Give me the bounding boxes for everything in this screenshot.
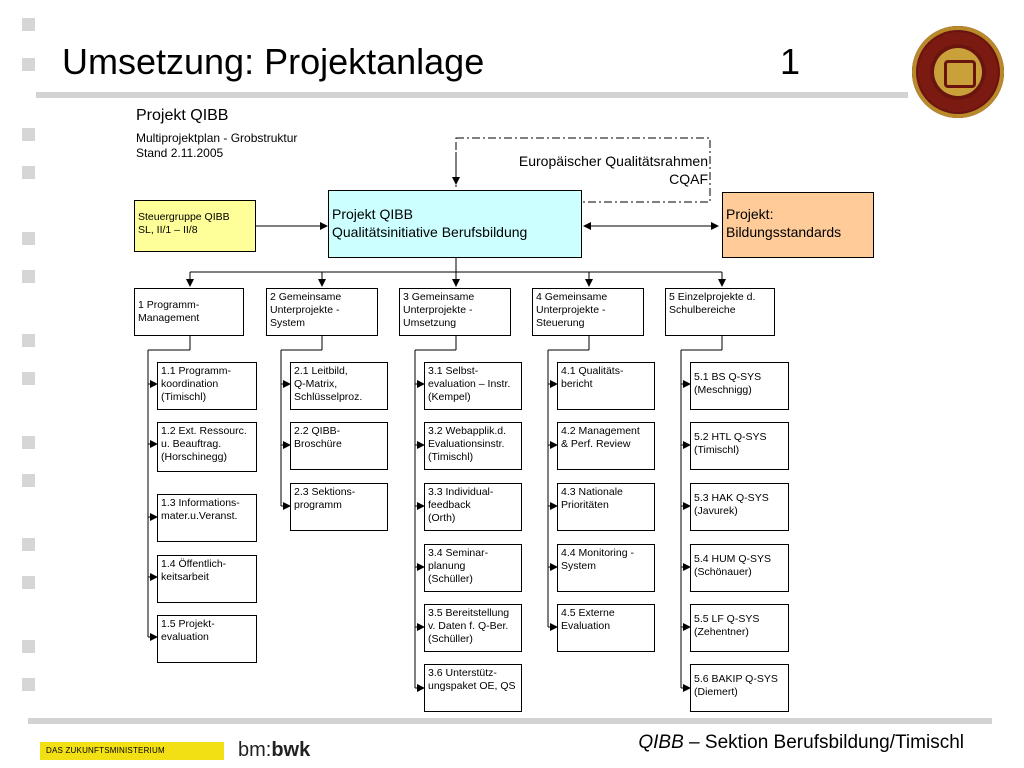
slide-bullet <box>22 576 35 589</box>
column-header-3: 3 Gemeinsame Unterprojekte - Umsetzung <box>399 288 511 336</box>
steering-group-box: Steuergruppe QIBB SL, II/1 – II/8 <box>134 200 256 252</box>
slide-bullet <box>22 538 35 551</box>
eqarf-label: Europäischer Qualitätsrahmen CQAF <box>518 153 708 187</box>
slide-bullet <box>22 436 35 449</box>
bmwk-prefix: bm: <box>238 739 272 761</box>
item-3-1: 3.1 Selbst- evaluation – Instr. (Kempel) <box>424 362 522 410</box>
item-3-2: 3.2 Webapplik.d. Evaluationsinstr. (Timi… <box>424 422 522 470</box>
item-1-5: 1.5 Projekt- evaluation <box>157 615 257 663</box>
column-header-2: 2 Gemeinsame Unterprojekte - System <box>266 288 378 336</box>
column-header-5: 5 Einzelprojekte d. Schulbereiche <box>665 288 775 336</box>
slide-bullet <box>22 232 35 245</box>
slide-bullet <box>22 334 35 347</box>
slide-bullet <box>22 166 35 179</box>
header-rule <box>36 92 908 98</box>
item-1-2: 1.2 Ext. Ressourc. u. Beauftrag. (Horsch… <box>157 422 257 472</box>
slide-bullet <box>22 474 35 487</box>
logo-face-icon <box>934 48 982 96</box>
ministry-label: DAS ZUKUNFTSMINISTERIUM <box>40 742 224 760</box>
item-5-2: 5.2 HTL Q-SYS (Timischl) <box>690 422 789 470</box>
bmwk-logo: bm:bwk <box>238 738 310 762</box>
slide-bullet <box>22 640 35 653</box>
item-5-3: 5.3 HAK Q-SYS (Javurek) <box>690 483 789 531</box>
item-4-1: 4.1 Qualitäts- bericht <box>557 362 655 410</box>
item-4-4: 4.4 Monitoring - System <box>557 544 655 592</box>
item-2-1: 2.1 Leitbild, Q-Matrix, Schlüsselproz. <box>290 362 388 410</box>
item-4-2: 4.2 Management & Perf. Review <box>557 422 655 470</box>
item-2-2: 2.2 QIBB- Broschüre <box>290 422 388 470</box>
slide-title: Umsetzung: Projektanlage <box>62 41 485 82</box>
footer-credit: QIBB – Sektion Berufsbildung/Timischl <box>638 731 964 755</box>
page-number: 1 <box>780 41 801 82</box>
slide-bullet <box>22 128 35 141</box>
item-2-3: 2.3 Sektions- programm <box>290 483 388 531</box>
item-5-6: 5.6 BAKIP Q-SYS (Diemert) <box>690 664 789 712</box>
slide-bullet <box>22 270 35 283</box>
main-project-box: Projekt QIBB Qualitätsinitiative Berufsb… <box>328 190 582 258</box>
item-5-4: 5.4 HUM Q-SYS (Schönauer) <box>690 544 789 592</box>
item-1-1: 1.1 Programm- koordination (Timischl) <box>157 362 257 410</box>
slide-bullet <box>22 372 35 385</box>
item-3-4: 3.4 Seminar- planung (Schüller) <box>424 544 522 592</box>
section-logo <box>912 26 1004 118</box>
project-title: Projekt QIBB <box>136 107 229 124</box>
item-1-4: 1.4 Öffentlich- keitsarbeit <box>157 555 257 603</box>
footer-credit-italic: QIBB <box>638 732 684 753</box>
item-4-5: 4.5 Externe Evaluation <box>557 604 655 652</box>
slide-bullet <box>22 58 35 71</box>
footer-rule <box>28 718 992 724</box>
item-1-3: 1.3 Informations- mater.u.Veranst. <box>157 494 257 542</box>
column-header-1: 1 Programm- Management <box>134 288 244 336</box>
item-3-5: 3.5 Bereitstellung v. Daten f. Q-Ber. (S… <box>424 604 522 652</box>
item-5-1: 5.1 BS Q-SYS (Meschnigg) <box>690 362 789 410</box>
footer-credit-rest: – Sektion Berufsbildung/Timischl <box>683 732 964 753</box>
standards-project-box: Projekt: Bildungsstandards <box>722 192 874 258</box>
item-4-3: 4.3 Nationale Prioritäten <box>557 483 655 531</box>
slide-bullet <box>22 18 35 31</box>
item-3-3: 3.3 Individual- feedback (Orth) <box>424 483 522 531</box>
column-header-4: 4 Gemeinsame Unterprojekte - Steuerung <box>532 288 644 336</box>
project-subtitle: Multiprojektplan - Grobstruktur Stand 2.… <box>136 131 298 160</box>
slide-bullet <box>22 678 35 691</box>
item-3-6: 3.6 Unterstütz- ungspaket OE, QS <box>424 664 522 712</box>
item-5-5: 5.5 LF Q-SYS (Zehentner) <box>690 604 789 652</box>
bmwk-bold: bwk <box>271 739 311 761</box>
